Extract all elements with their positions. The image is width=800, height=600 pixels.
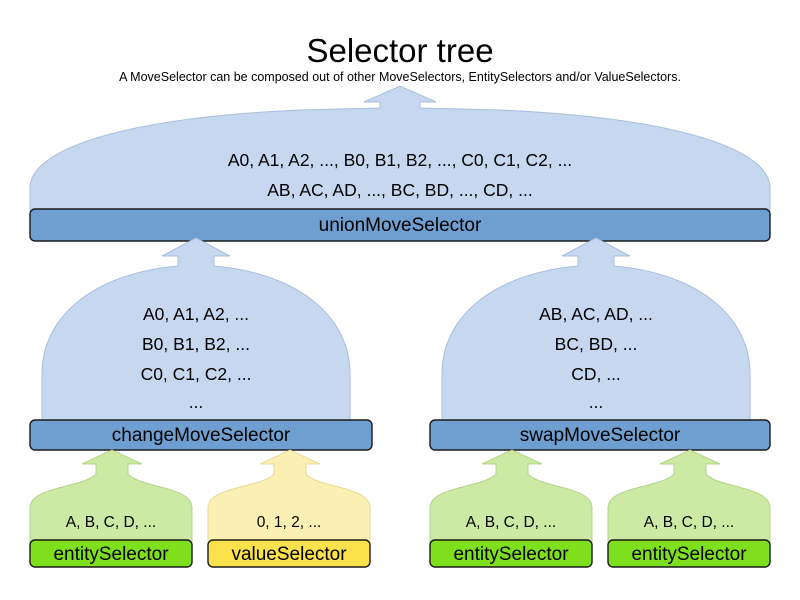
swap-dome-line-4: ... [589, 392, 604, 412]
change-dome-line-4: ... [189, 392, 204, 412]
union-move-selector-label: unionMoveSelector [319, 215, 482, 236]
value-selector-label: valueSelector [231, 544, 347, 565]
change-dome-line-3: C0, C1, C2, ... [141, 364, 252, 384]
union-dome-line-1: A0, A1, A2, ..., B0, B1, B2, ..., C0, C1… [228, 150, 572, 170]
leaf-1-dome-shape [29, 449, 193, 544]
swap-dome-line-2: BC, BD, ... [555, 334, 638, 354]
leaf-2-dome-shape [207, 449, 371, 544]
leaf-4-dome-line: A, B, C, D, ... [644, 514, 734, 531]
change-dome-shape [41, 237, 351, 425]
entity-selector-node-2[interactable]: A, B, C, D, ... entitySelector [429, 449, 593, 568]
leaf-4-dome-shape [607, 449, 771, 544]
leaf-2-dome-line: 0, 1, 2, ... [257, 514, 322, 531]
change-move-selector-node[interactable]: A0, A1, A2, ... B0, B1, B2, ... C0, C1, … [29, 237, 373, 451]
page-subtitle: A MoveSelector can be composed out of ot… [119, 70, 681, 84]
entity-selector-label-3: entitySelector [631, 544, 747, 565]
swap-move-selector-label: swapMoveSelector [520, 425, 681, 446]
change-dome-line-1: A0, A1, A2, ... [143, 304, 249, 324]
leaf-1-dome-line: A, B, C, D, ... [66, 514, 156, 531]
union-move-selector-bar[interactable] [29, 208, 771, 242]
entity-selector-label-1: entitySelector [53, 544, 169, 565]
page-title: Selector tree [306, 32, 493, 69]
swap-dome-line-3: CD, ... [571, 364, 621, 384]
union-dome-shape [29, 85, 771, 213]
swap-move-selector-node[interactable]: AB, AC, AD, ... BC, BD, ... CD, ... ... … [429, 237, 771, 451]
entity-selector-bar-2[interactable] [429, 539, 593, 568]
union-dome-line-2: AB, AC, AD, ..., BC, BD, ..., CD, ... [267, 180, 532, 200]
leaf-3-dome-shape [429, 449, 593, 544]
entity-selector-label-2: entitySelector [453, 544, 569, 565]
leaf-3-dome-line: A, B, C, D, ... [466, 514, 556, 531]
entity-selector-node-1[interactable]: A, B, C, D, ... entitySelector [29, 449, 193, 568]
change-move-selector-label: changeMoveSelector [112, 425, 291, 446]
entity-selector-node-3[interactable]: A, B, C, D, ... entitySelector [607, 449, 771, 568]
swap-dome-shape [441, 237, 751, 425]
swap-move-selector-bar[interactable] [429, 419, 771, 451]
union-move-selector-node[interactable]: A0, A1, A2, ..., B0, B1, B2, ..., C0, C1… [29, 85, 771, 242]
change-move-selector-bar[interactable] [29, 419, 373, 451]
value-selector-bar[interactable] [207, 539, 371, 568]
change-dome-line-2: B0, B1, B2, ... [142, 334, 250, 354]
entity-selector-bar-1[interactable] [29, 539, 193, 568]
entity-selector-bar-3[interactable] [607, 539, 771, 568]
value-selector-node[interactable]: 0, 1, 2, ... valueSelector [207, 449, 371, 568]
swap-dome-line-1: AB, AC, AD, ... [539, 304, 653, 324]
